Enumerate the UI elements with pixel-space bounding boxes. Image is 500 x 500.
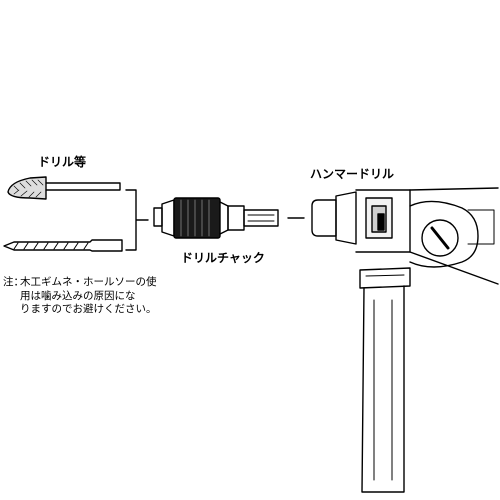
drill-bits-label: ドリル等 [38, 155, 87, 169]
drill-chuck-label: ドリルチャック [181, 251, 265, 265]
caution-note: 注： 木工ギムネ・ホールソーの使 用は噛み込みの原因にな りますのでお避けくださ… [3, 276, 157, 317]
note-line-3: りますのでお避けください。 [20, 303, 157, 315]
note-line-1: 木工ギムネ・ホールソーの使 [20, 276, 157, 288]
bracket-icon [125, 189, 149, 251]
grinding-bit-icon [7, 176, 121, 200]
hammer-drill-icon [311, 187, 499, 493]
hammer-drill-label: ハンマードリル [310, 167, 395, 181]
twist-drill-bit-icon [3, 239, 123, 252]
note-line-2: 用は噛み込みの原因にな [20, 289, 136, 302]
note-prefix: 注： [3, 276, 24, 288]
drill-chuck-icon [153, 197, 279, 239]
